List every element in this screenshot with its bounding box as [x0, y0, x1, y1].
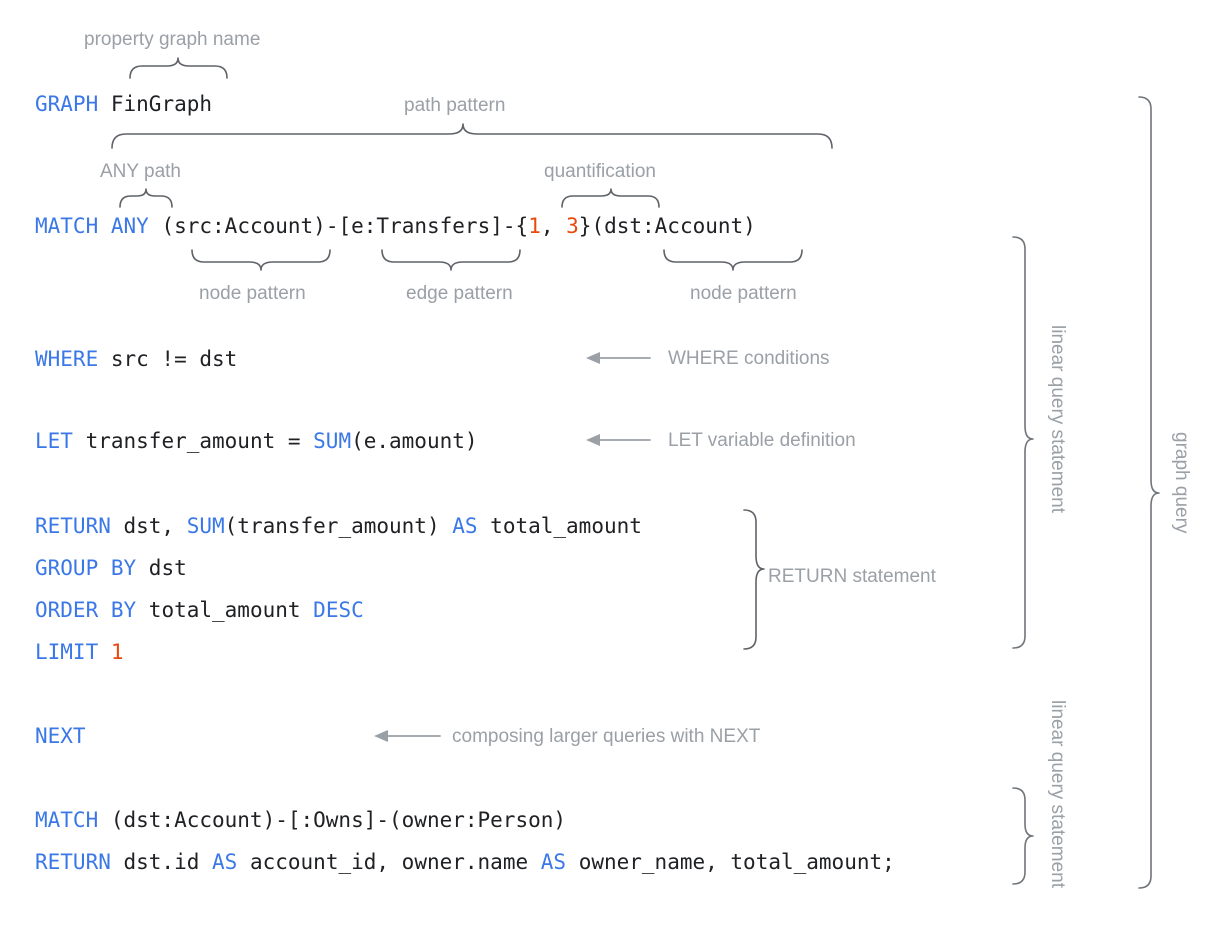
- label-linear-query-statement-2: linear query statement: [1047, 700, 1068, 888]
- brace-any-path: [119, 188, 173, 208]
- label-next-composition: composing larger queries with NEXT: [452, 726, 761, 747]
- sp-b: [149, 214, 162, 238]
- label-graph-query: graph query: [1171, 432, 1192, 534]
- group-by-expression: dst: [136, 556, 187, 580]
- limit-value: 1: [110, 640, 124, 664]
- sp-a: [98, 214, 111, 238]
- where-expression: src != dst: [98, 347, 238, 371]
- label-any-path: ANY path: [100, 161, 181, 182]
- label-node-pattern-right: node pattern: [690, 283, 797, 304]
- quant-min-value: 1: [528, 214, 541, 238]
- keyword-as: AS: [452, 514, 478, 538]
- node-pattern-src: (src:Account): [161, 214, 326, 238]
- keyword-return-2: RETURN: [35, 850, 111, 874]
- code-line-limit: LIMIT 1: [35, 638, 124, 666]
- label-edge-pattern: edge pattern: [406, 283, 513, 304]
- code-line-match-2: MATCH (dst:Account)-[:Owns]-(owner:Perso…: [35, 806, 566, 834]
- keyword-where: WHERE: [35, 347, 99, 371]
- return-col-dst: dst,: [110, 514, 187, 538]
- code-line-return-2: RETURN dst.id AS account_id, owner.name …: [35, 848, 895, 876]
- let-sum-args: (e.amount): [351, 429, 478, 453]
- label-path-pattern: path pattern: [404, 95, 506, 116]
- return-2-alias-account-id: account_id, owner.name: [237, 850, 541, 874]
- keyword-as-3: AS: [540, 850, 567, 874]
- brace-edge-pattern: [381, 249, 521, 271]
- dash-1: -: [325, 214, 339, 238]
- return-sum-args: (transfer_amount): [224, 514, 453, 538]
- quant-separator: ,: [540, 214, 567, 238]
- code-line-graph: GRAPH FinGraph: [35, 90, 212, 118]
- brace-quantification: [561, 188, 660, 208]
- brace-return-statement: [743, 509, 765, 650]
- code-line-return-1: RETURN dst, SUM(transfer_amount) AS tota…: [35, 512, 642, 540]
- function-sum-2: SUM: [186, 514, 225, 538]
- label-where-conditions: WHERE conditions: [668, 348, 830, 369]
- quant-close-brace: }: [578, 214, 592, 238]
- arrow-let-variable-definition: [586, 434, 651, 446]
- keyword-match: MATCH: [35, 214, 99, 238]
- keyword-desc: DESC: [313, 598, 364, 622]
- return-alias-total-amount: total_amount: [477, 514, 642, 538]
- brace-graph-query: [1138, 96, 1160, 889]
- keyword-next: NEXT: [35, 724, 86, 748]
- label-property-graph-name: property graph name: [84, 29, 261, 50]
- sp-limit: [98, 640, 111, 664]
- keyword-as-2: AS: [212, 850, 238, 874]
- code-line-where: WHERE src != dst: [35, 345, 237, 373]
- brace-linear-query-statement-2: [1012, 787, 1034, 885]
- let-assignment: transfer_amount =: [72, 429, 314, 453]
- dash-2: -: [502, 214, 516, 238]
- keyword-match-2: MATCH: [35, 808, 99, 832]
- arrow-where-conditions: [586, 352, 651, 364]
- keyword-graph: GRAPH: [35, 92, 99, 116]
- order-by-expression: total_amount: [136, 598, 314, 622]
- code-line-order-by: ORDER BY total_amount DESC: [35, 596, 364, 624]
- edge-pattern-transfers: [e:Transfers]: [338, 214, 503, 238]
- match-2-pattern: (dst:Account)-[:Owns]-(owner:Person): [98, 808, 567, 832]
- code-line-let: LET transfer_amount = SUM(e.amount): [35, 427, 478, 455]
- keyword-group-by: GROUP BY: [35, 556, 137, 580]
- brace-node-pattern-left: [191, 249, 331, 271]
- graph-name-fingraph: FinGraph: [110, 92, 213, 116]
- code-line-match: MATCH ANY (src:Account)-[e:Transfers]-{1…: [35, 212, 756, 240]
- space-1: [98, 92, 111, 116]
- quant-open-brace: {: [515, 214, 529, 238]
- brace-path-pattern: [111, 123, 833, 149]
- label-linear-query-statement-1: linear query statement: [1047, 325, 1068, 513]
- keyword-limit: LIMIT: [35, 640, 99, 664]
- brace-node-pattern-right: [663, 249, 803, 271]
- function-sum: SUM: [313, 429, 352, 453]
- code-line-next: NEXT: [35, 722, 86, 750]
- keyword-return: RETURN: [35, 514, 111, 538]
- quant-max-value: 3: [566, 214, 579, 238]
- brace-property-graph-name: [129, 57, 228, 79]
- keyword-let: LET: [35, 429, 73, 453]
- label-quantification: quantification: [544, 161, 656, 182]
- label-return-statement: RETURN statement: [768, 566, 936, 587]
- keyword-any: ANY: [110, 214, 149, 238]
- brace-linear-query-statement-1: [1012, 236, 1034, 649]
- arrow-next-composition: [374, 730, 441, 742]
- code-line-group-by: GROUP BY dst: [35, 554, 187, 582]
- node-pattern-dst: (dst:Account): [591, 214, 756, 238]
- keyword-order-by: ORDER BY: [35, 598, 137, 622]
- return-2-alias-owner-name: owner_name, total_amount;: [566, 850, 895, 874]
- label-node-pattern-left: node pattern: [199, 283, 306, 304]
- label-let-variable-definition: LET variable definition: [668, 430, 856, 451]
- return-2-col-dst-id: dst.id: [110, 850, 213, 874]
